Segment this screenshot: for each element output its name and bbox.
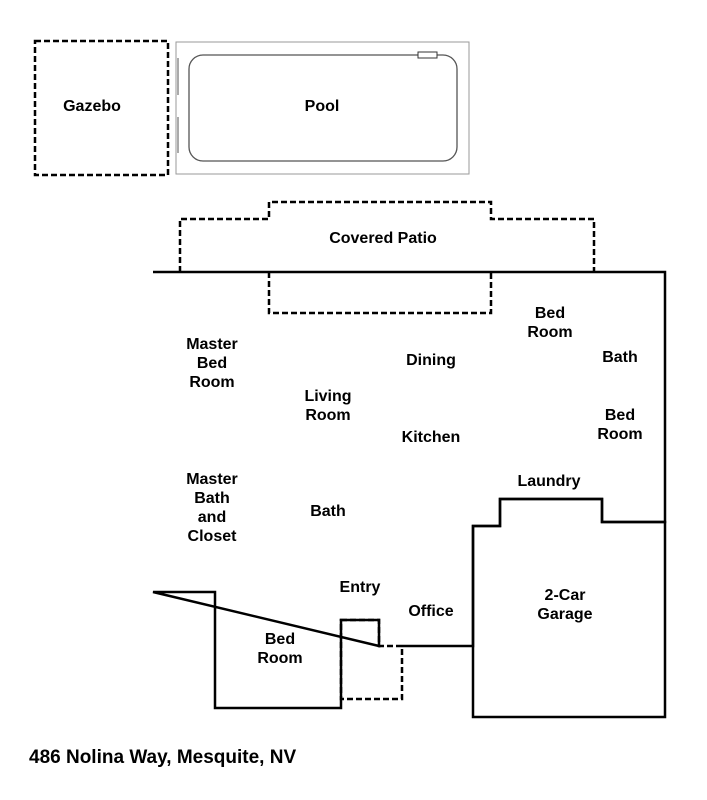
room-label-gazebo: Gazebo — [63, 98, 121, 115]
room-label-dining: Dining — [406, 352, 456, 369]
pool-basin-outline — [188, 54, 458, 162]
room-label-kitchen: Kitchen — [401, 429, 461, 446]
room-label-master-bedroom: Master Bed Room — [186, 336, 238, 391]
covered-patio-outline — [178, 200, 596, 272]
room-label-entry: Entry — [339, 579, 381, 596]
room-label-living-room: Living Room — [304, 388, 352, 424]
room-label-pool: Pool — [304, 98, 340, 115]
property-address: 486 Nolina Way, Mesquite, NV — [29, 747, 297, 768]
entry-porch-outline — [339, 618, 404, 701]
room-label-bedroom-east: Bed Room — [597, 407, 643, 443]
room-label-bath-east: Bath — [602, 349, 638, 366]
room-label-covered-patio: Covered Patio — [329, 230, 437, 247]
garage-outline — [471, 497, 667, 719]
pool-deck-outline — [175, 41, 470, 175]
room-label-master-bath-closet: Master Bath and Closet — [186, 471, 238, 545]
room-label-bedroom-sw: Bed Room — [257, 631, 303, 667]
pool-skimmer — [417, 51, 438, 59]
room-label-bedroom-ne: Bed Room — [527, 305, 573, 341]
patio-inset-outline — [267, 272, 493, 315]
room-label-laundry: Laundry — [517, 473, 581, 490]
room-label-bath-center: Bath — [310, 503, 346, 520]
room-label-office: Office — [408, 603, 454, 620]
gazebo-outline — [33, 39, 170, 177]
room-label-garage: 2-Car Garage — [537, 587, 593, 623]
